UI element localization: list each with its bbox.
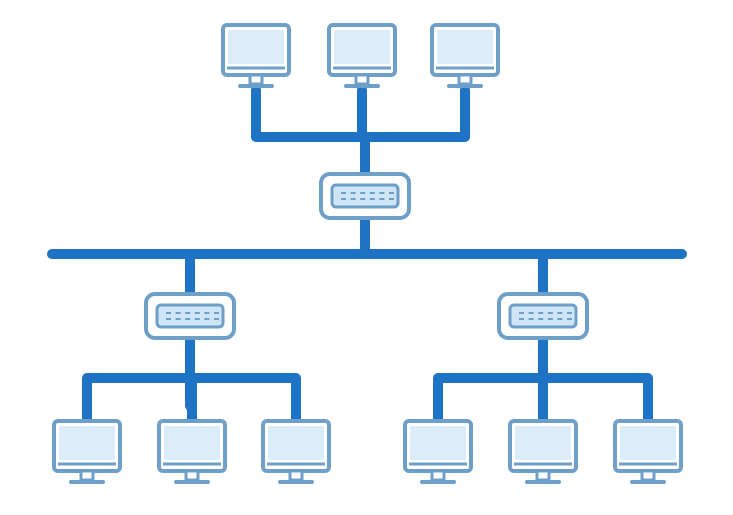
pc-left-3-monitor-icon bbox=[261, 419, 331, 484]
switch-right-network-switch-icon bbox=[497, 292, 589, 340]
pc-top-3-monitor-icon bbox=[430, 23, 500, 88]
pc-right-1-monitor-icon bbox=[403, 419, 473, 484]
network-links bbox=[47, 85, 687, 425]
switch-left-network-switch-icon bbox=[144, 292, 236, 340]
network-devices bbox=[52, 23, 683, 484]
pc-top-1-monitor-icon bbox=[221, 23, 291, 88]
pc-right-2-monitor-icon bbox=[508, 419, 578, 484]
pc-top-2-monitor-icon bbox=[327, 23, 397, 88]
pc-left-1-monitor-icon bbox=[52, 419, 122, 484]
pc-left-2-monitor-icon bbox=[157, 419, 227, 484]
pc-right-3-monitor-icon bbox=[613, 419, 683, 484]
switch-top-network-switch-icon bbox=[319, 172, 411, 220]
